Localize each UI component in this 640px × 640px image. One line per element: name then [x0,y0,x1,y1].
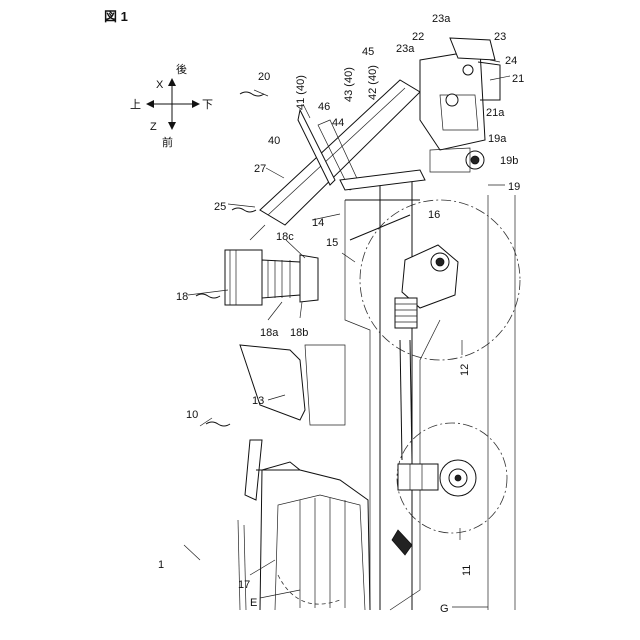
label-43: 43 (40) [343,67,355,102]
label-21: 21 [512,73,524,85]
label-18a: 18a [260,327,279,339]
label-41: 41 (40) [295,75,307,110]
label-g: G [440,603,449,615]
seat [240,345,305,420]
label-11: 11 [461,565,473,576]
dir-z: Z [150,121,157,133]
coil-spring [395,298,417,328]
front-hub [398,460,476,496]
label-13: 13 [252,395,264,407]
label-40: 40 [268,135,280,147]
label-1: 1 [158,559,164,571]
label-24: 24 [505,55,517,67]
label-23a-mid: 23a [396,43,415,55]
label-14: 14 [312,217,324,229]
label-17: 17 [238,579,250,591]
label-18: 18 [176,291,188,303]
label-23: 23 [494,31,506,43]
label-20: 20 [258,71,270,83]
label-12: 12 [459,364,471,376]
cylinder-body [225,250,262,305]
label-23a-top: 23a [432,13,451,25]
label-19: 19 [508,181,520,193]
dir-up: 上 [130,98,141,111]
dir-x: X [156,79,164,91]
label-15: 15 [326,237,338,249]
dir-down: 下 [202,99,213,111]
label-27: 27 [254,163,266,175]
label-44: 44 [332,117,344,129]
label-21a: 21a [486,107,505,119]
dir-rear: 後 [176,62,187,76]
label-19b: 19b [500,155,518,167]
label-22: 22 [412,31,424,43]
drive-shaft [400,340,402,460]
cylinder-mount [300,255,318,302]
label-e: E [250,597,257,609]
label-45: 45 [362,46,374,58]
label-16: 16 [428,209,440,221]
label-19a: 19a [488,133,507,145]
seat-base [305,345,345,425]
label-42: 42 (40) [367,65,379,100]
label-46: 46 [318,101,330,113]
label-25: 25 [214,201,226,213]
label-18c: 18c [276,231,294,243]
label-18b: 18b [290,327,308,339]
dir-front: 前 [162,135,173,149]
label-10: 10 [186,409,198,421]
upper-boom [260,80,420,225]
